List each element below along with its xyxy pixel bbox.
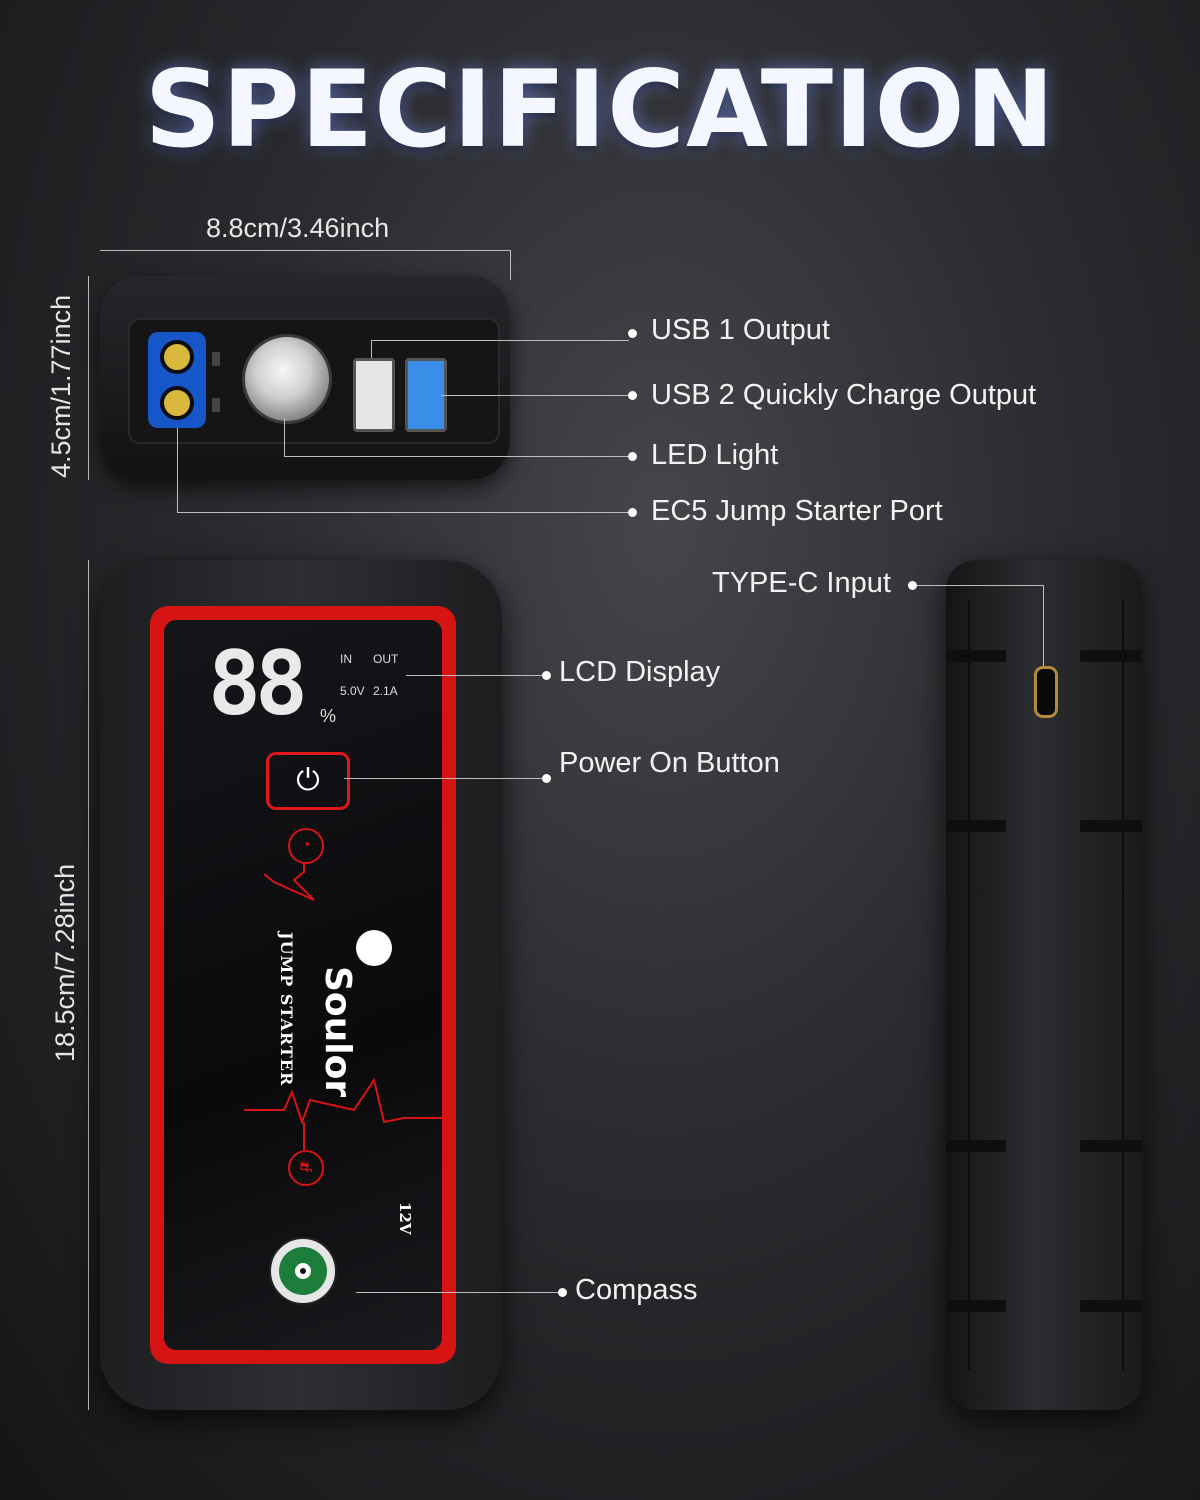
- page-title: SPECIFICATION: [144, 48, 1056, 171]
- lcd-out-label: OUT: [373, 652, 399, 666]
- lcd-in-label: IN: [340, 652, 352, 666]
- callout-dot: [628, 329, 637, 338]
- callout-usb1: USB 1 Output: [651, 314, 830, 346]
- side-notch: [946, 820, 1006, 832]
- indicator-slot: [212, 398, 220, 412]
- leader-line: [1043, 585, 1044, 666]
- leader-line: [917, 585, 1043, 586]
- heartbeat-decoration: [244, 862, 444, 1150]
- callout-dot: [628, 508, 637, 517]
- leader-line: [284, 456, 629, 457]
- callout-dot: [558, 1288, 567, 1297]
- side-notch: [946, 650, 1006, 662]
- ec5-pin-bottom: [160, 386, 194, 420]
- usb1-port: [353, 358, 395, 432]
- side-notch: [1080, 1300, 1142, 1312]
- leader-line: [441, 395, 629, 396]
- typec-port: [1034, 666, 1058, 718]
- leader-line: [371, 340, 629, 341]
- callout-dot: [908, 581, 917, 590]
- callout-dot: [628, 391, 637, 400]
- car-icon: ⛐: [288, 1150, 324, 1186]
- gauge-icon: ◔: [288, 828, 324, 864]
- side-notch: [1080, 820, 1142, 832]
- usb2-port: [405, 358, 447, 432]
- callout-typec: TYPE-C Input: [712, 567, 891, 599]
- side-notch: [946, 1140, 1006, 1152]
- power-button[interactable]: ⏻: [266, 752, 350, 810]
- callout-led: LED Light: [651, 439, 779, 471]
- ec5-port: [148, 332, 206, 428]
- callout-compass: Compass: [575, 1274, 698, 1306]
- indicator-slot: [212, 352, 220, 366]
- leader-line: [371, 340, 372, 358]
- width-dimension-line: [100, 250, 510, 251]
- lcd-digits: 88: [208, 632, 308, 735]
- height-dimension-label: 4.5cm/1.77inch: [46, 294, 76, 478]
- brand-logo-icon: [356, 930, 392, 966]
- compass-icon: [269, 1237, 337, 1305]
- callout-ec5: EC5 Jump Starter Port: [651, 495, 943, 527]
- length-dimension-line: [88, 560, 89, 1410]
- front-panel: [164, 620, 442, 1350]
- side-notch: [946, 1300, 1006, 1312]
- leader-line: [284, 418, 285, 456]
- heartbeat-line-top: [263, 862, 315, 901]
- heartbeat-line-bottom: [244, 1077, 444, 1126]
- lcd-voltage: 5.0V: [340, 684, 365, 698]
- leader-line: [356, 1292, 560, 1293]
- height-dimension-line: [88, 276, 89, 480]
- side-rail: [968, 600, 1124, 1370]
- width-dimension-tick: [510, 250, 511, 280]
- brand-name: Soulor: [317, 966, 358, 1098]
- callout-power: Power On Button: [559, 747, 780, 779]
- product-name: JUMP STARTER: [277, 932, 296, 1087]
- callout-dot: [628, 452, 637, 461]
- lcd-current: 2.1A: [373, 684, 398, 698]
- voltage-rating: 12V: [396, 1202, 414, 1235]
- lcd-percent-sign: %: [320, 706, 337, 726]
- leader-line: [177, 512, 629, 513]
- leader-line: [344, 778, 544, 779]
- leader-line: [177, 428, 178, 512]
- callout-dot: [542, 671, 551, 680]
- power-icon: ⏻: [296, 764, 320, 797]
- callout-lcd: LCD Display: [559, 656, 721, 688]
- ec5-pin-top: [160, 340, 194, 374]
- leader-line: [406, 675, 544, 676]
- side-notch: [1080, 1140, 1142, 1152]
- length-dimension-label: 18.5cm/7.28inch: [50, 863, 80, 1062]
- side-notch: [1080, 650, 1142, 662]
- callout-dot: [542, 774, 551, 783]
- callout-usb2: USB 2 Quickly Charge Output: [651, 379, 1037, 411]
- led-light: [242, 334, 332, 424]
- width-dimension-label: 8.8cm/3.46inch: [206, 213, 390, 243]
